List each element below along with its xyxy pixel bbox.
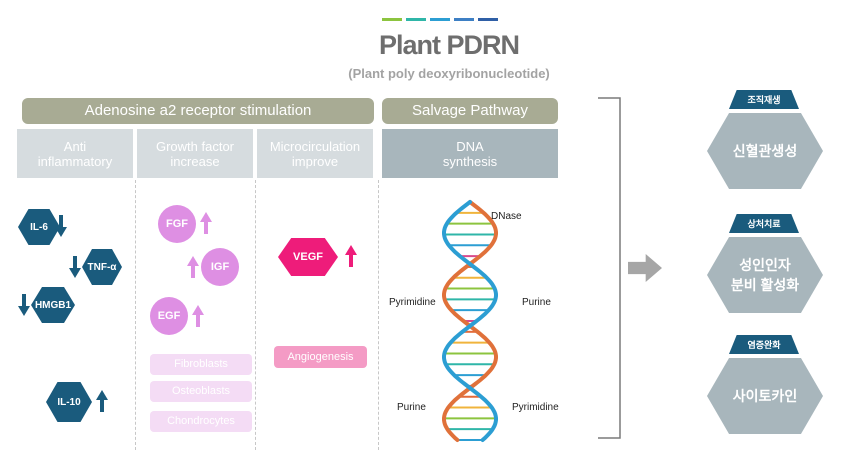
dna-helix-icon: [442, 200, 498, 442]
up-arrow-icon: [345, 245, 357, 267]
page-subtitle: (Plant poly deoxyribonucleotide): [348, 66, 550, 81]
result-text: 성인인자: [739, 257, 791, 273]
purine-label-top: Purine: [522, 297, 551, 308]
col-head-line: inflammatory: [37, 153, 113, 169]
column-divider: [378, 180, 379, 450]
stripe-blue: [454, 18, 474, 21]
salvage-bar: Salvage Pathway: [382, 98, 558, 124]
col-head-line: Growth factor: [155, 138, 235, 154]
result-tag: 조직재생: [729, 90, 799, 109]
col-head-line: improve: [291, 153, 339, 169]
dna-strand-blue: [442, 200, 498, 442]
col-head-microcirculation: Microcirculation improve: [257, 129, 373, 178]
il10-hexagon: IL-10: [46, 382, 92, 422]
purine-label-bottom: Purine: [397, 402, 426, 413]
result-hexagon: 신혈관생성: [707, 113, 823, 189]
result-hexagon: 사이토카인: [707, 358, 823, 434]
result-text: 분비 활성화: [730, 277, 800, 293]
stripe-cyan: [430, 18, 450, 21]
cell-pill-osteoblasts: Osteoblasts: [150, 381, 252, 402]
up-arrow-icon: [192, 305, 204, 327]
pyrimidine-label-top: Pyrimidine: [389, 297, 436, 308]
il6-hexagon: IL-6: [18, 209, 60, 245]
result-tag: 상처치료: [729, 214, 799, 233]
bracket-icon: [598, 97, 621, 439]
col-head-anti-inflammatory: Anti inflammatory: [17, 129, 133, 178]
stripe-green: [382, 18, 402, 21]
stripe-navy: [478, 18, 498, 21]
igf-circle: IGF: [201, 248, 239, 286]
col-head-line: synthesis: [442, 153, 498, 169]
up-arrow-icon: [200, 212, 212, 234]
fgf-circle: FGF: [158, 205, 196, 243]
pyrimidine-label-bottom: Pyrimidine: [512, 402, 559, 413]
col-head-line: Anti: [63, 138, 87, 154]
col-head-line: increase: [170, 153, 220, 169]
cell-pill-chondrocytes: Chondrocytes: [150, 411, 252, 432]
right-arrow-icon: [628, 254, 662, 282]
result-tag: 염증완화: [729, 335, 799, 354]
adenosine-bar: Adenosine a2 receptor stimulation: [22, 98, 374, 124]
angiogenesis-pill: Angiogenesis: [274, 346, 367, 368]
tnf-alpha-hexagon: TNF-α: [82, 249, 122, 285]
hmgb1-hexagon: HMGB1: [31, 287, 75, 323]
dnase-label: DNase: [491, 211, 522, 222]
page-title: Plant PDRN: [378, 30, 520, 60]
col-head-line: DNA: [456, 138, 484, 154]
column-divider: [135, 180, 136, 450]
result-text: 사이토카인: [732, 388, 798, 404]
down-arrow-icon: [18, 294, 30, 316]
vegf-hexagon: VEGF: [278, 238, 338, 276]
stripe-teal: [406, 18, 426, 21]
up-arrow-icon: [187, 256, 199, 278]
down-arrow-icon: [69, 256, 81, 278]
col-head-growth-factor: Growth factor increase: [137, 129, 253, 178]
col-head-dna-synthesis: DNA synthesis: [382, 129, 558, 178]
egf-circle: EGF: [150, 297, 188, 335]
col-head-line: Microcirculation: [269, 138, 361, 154]
cell-pill-fibroblasts: Fibroblasts: [150, 354, 252, 375]
result-hexagon: 성인인자 분비 활성화: [707, 237, 823, 313]
down-arrow-icon: [55, 215, 67, 237]
dna-strand-orange: [442, 200, 498, 442]
column-divider: [255, 180, 256, 450]
up-arrow-icon: [96, 390, 108, 412]
result-text: 신혈관생성: [732, 143, 798, 159]
